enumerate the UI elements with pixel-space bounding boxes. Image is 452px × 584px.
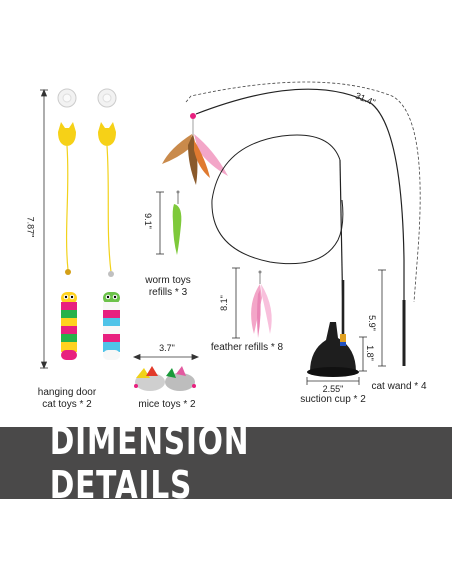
hanging-dim-line xyxy=(40,88,48,370)
banner-title: DIMENSION DETAILS xyxy=(49,419,250,507)
hanging-door-label-1: hanging door xyxy=(37,387,97,398)
cat-wand xyxy=(162,81,421,367)
mice-width-dim: 3.7" xyxy=(159,343,175,353)
mice-toys xyxy=(132,353,200,391)
suction-cup-label: suction cup * 2 xyxy=(300,394,366,405)
dimension-banner: DIMENSION DETAILS xyxy=(0,419,452,507)
worm-refill xyxy=(156,190,182,255)
feather-length-dim: 8.1" xyxy=(218,295,229,311)
hanging-length-dim: 7.87" xyxy=(25,216,36,238)
wand-handle-dim: 5.9" xyxy=(366,315,377,331)
suction-width-dim: 2.55" xyxy=(322,384,344,394)
hanging-door-label-2: cat toys * 2 xyxy=(42,399,92,410)
feather-refills-label: feather refills * 8 xyxy=(210,342,284,353)
worm-length-dim: 9.1" xyxy=(142,213,153,229)
suction-height-dim: 1.8" xyxy=(364,345,375,361)
worm-refills-label-2: refills * 3 xyxy=(148,287,188,298)
worm-refills-label-1: worm toys xyxy=(145,275,191,286)
cat-wand-label: cat wand * 4 xyxy=(371,381,427,392)
feather-refill xyxy=(232,267,272,339)
suction-wand xyxy=(211,134,367,385)
mice-toys-label: mice toys * 2 xyxy=(138,399,196,410)
hanging-door-toys xyxy=(40,88,120,370)
